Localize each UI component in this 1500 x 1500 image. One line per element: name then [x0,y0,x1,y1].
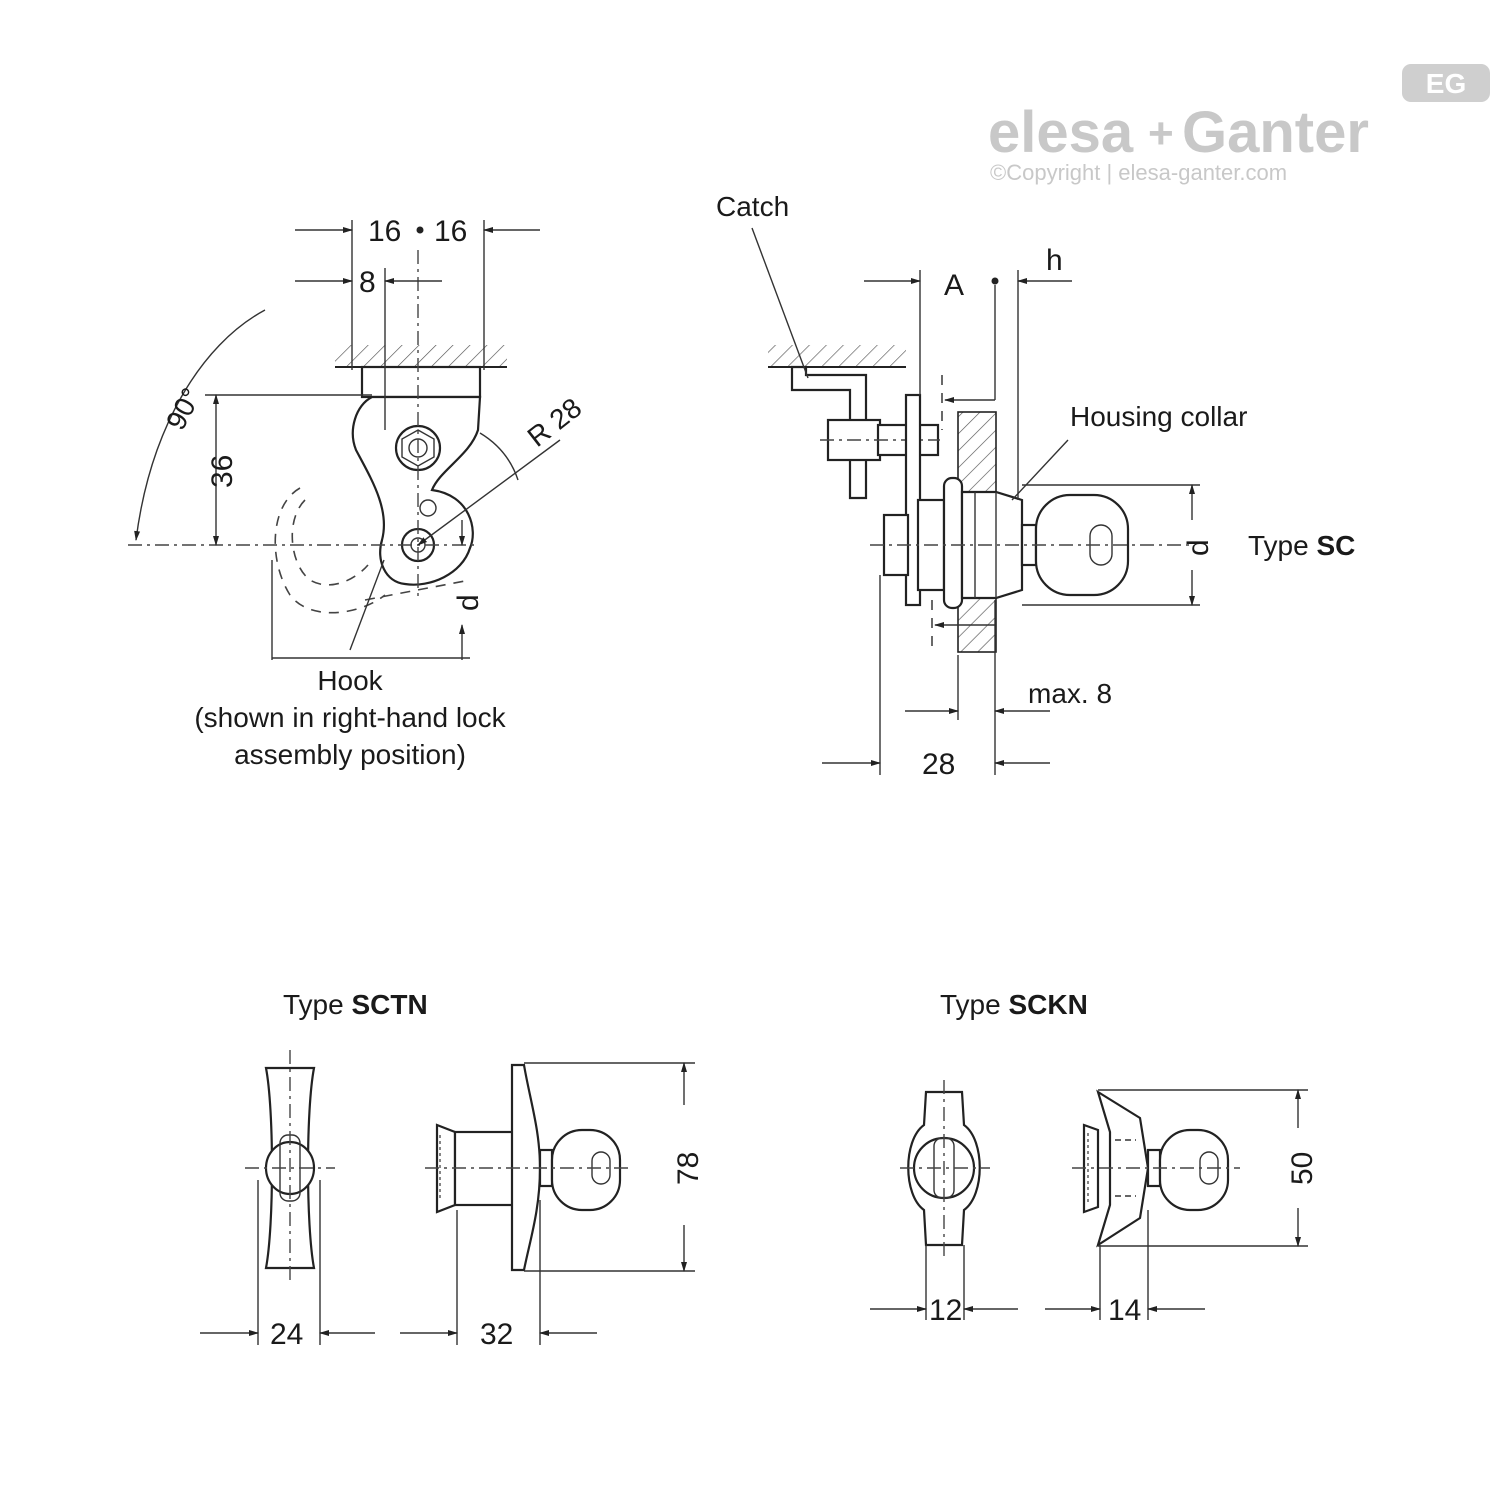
type-sctn-label: Type SCTN [283,989,428,1020]
dim-50: 50 [1286,1152,1319,1185]
sckn-view: Type SCKN 12 50 14 [870,989,1319,1327]
brand-name-a: elesa [988,100,1134,165]
brand-copyright: ©Copyright | elesa-ganter.com [990,160,1287,185]
dim-d-hook: d [452,594,485,611]
catch-label: Catch [716,191,789,222]
type-sckn-label: Type SCKN [940,989,1088,1020]
brand-logo: EG elesa + Ganter ©Copyright | elesa-gan… [988,64,1490,185]
housing-flange [942,476,964,610]
ceiling-hatch [768,345,906,367]
dim-8: 8 [359,266,376,299]
hook-shape [351,395,482,586]
dim-16-right: 16 [434,215,467,248]
hook-label: Hook [317,665,383,696]
sckn-side-knob [1096,1089,1150,1248]
dim-24: 24 [270,1318,303,1351]
dim-max-8: max. 8 [1028,678,1112,709]
dim-32: 32 [480,1318,513,1351]
dim-h: h [1046,244,1063,277]
type-sc-label: Type SC [1248,530,1355,561]
wall-hatch [335,345,507,367]
hook-view: 16 16 8 36 90° R 28 d Hook (shown in rig… [128,215,587,770]
dim-78: 78 [672,1152,705,1185]
brand-plus: + [1148,109,1174,158]
badge-icon [1402,64,1490,102]
sctn-view: Type SCTN 24 78 32 [200,989,705,1351]
hook-label-note-1: (shown in right-hand lock [194,702,506,733]
mounting-plate [360,365,482,399]
dim-a: A [944,269,964,302]
dim-d-side: d [1182,539,1215,556]
sckn-key [1158,1128,1230,1212]
dim-12: 12 [929,1294,962,1327]
sctn-key [550,1128,622,1212]
dim-28: 28 [922,748,955,781]
dim-14: 14 [1108,1294,1141,1327]
hook-label-note-2: assembly position) [234,739,466,770]
dim-16-left: 16 [368,215,401,248]
housing-collar-label: Housing collar [1070,401,1247,432]
brand-name-b: Ganter [1182,100,1369,165]
dim-36: 36 [206,455,239,488]
side-view: A h Catch Housing collar d Type SC max. … [716,191,1355,781]
hook-ghost [274,487,386,614]
angle-90: 90° [160,383,207,435]
brand-badge: EG [1426,68,1466,99]
